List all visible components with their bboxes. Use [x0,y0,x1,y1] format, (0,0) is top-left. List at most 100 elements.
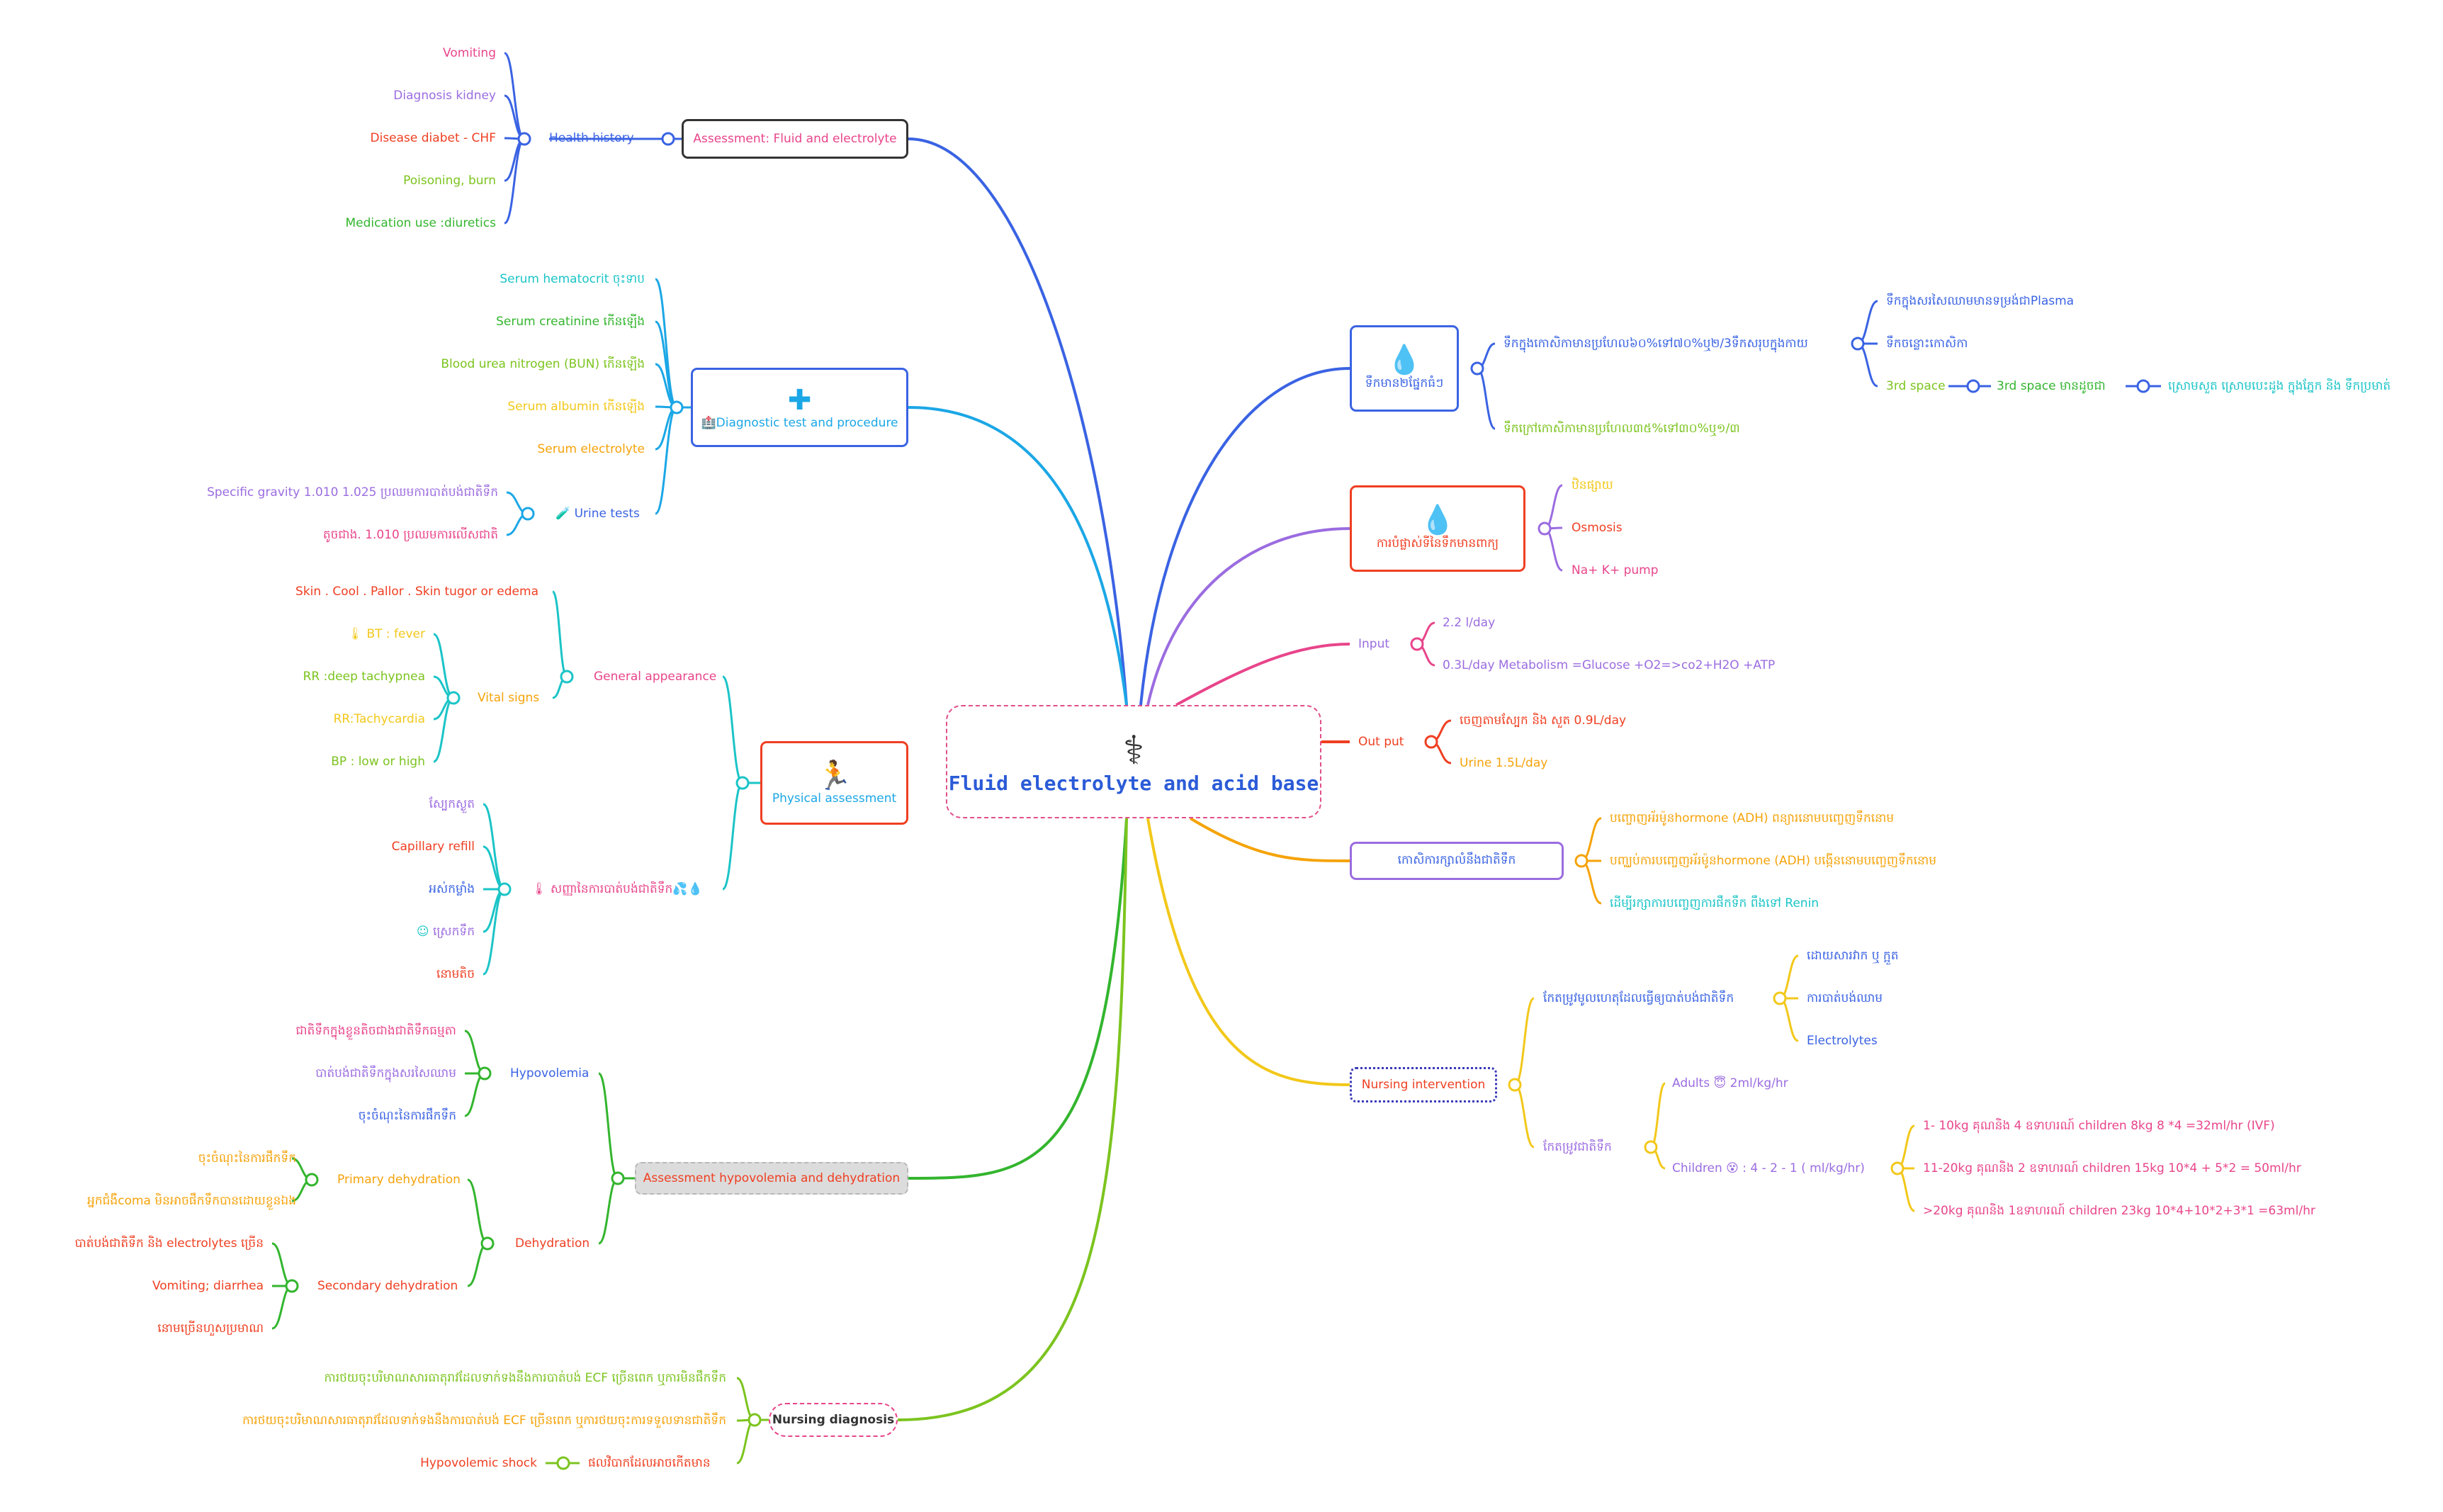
skin-item[interactable]: Skin . Cool . Pallor . Skin tugor or ede… [295,585,538,599]
children-item[interactable]: 11-20kg គុណនិង 2 ឧទាហរណ៍ children 15kg 1… [1923,1161,2301,1175]
third-space-detail[interactable]: ស្រោមសួត ស្រោមបេះដូង ក្នុងភ្នែក និង ទឹកប… [2168,379,2391,393]
branch-node-dot[interactable] [1470,361,1484,376]
input-label[interactable]: Input [1358,637,1390,651]
third-space-label[interactable]: 3rd space មានដូចជា [1997,379,2106,393]
movement-item[interactable]: Osmosis [1572,521,1623,535]
history-item[interactable]: Poisoning, burn [403,174,496,188]
branch-node-dot[interactable] [670,400,684,414]
extracellular-label[interactable]: ទឹកក្រៅកោសិកាមានប្រហែល៣៥%ទៅ៣០%ឬ១/៣ [1503,422,1740,436]
cause-item[interactable]: ការបាត់បង់ឈាម [1807,991,1883,1005]
primary-item[interactable]: អ្នកជំងឺcoma មិនអាចផឹកទឹកបានដោយខ្លួនឯង [87,1194,296,1208]
intracellular-item[interactable]: ទឹកក្នុងសរសៃឈាមមានទម្រង់ជាPlasma [1886,294,2075,308]
children-label[interactable]: Children 😵 : 4 - 2 - 1 ( ml/kg/hr) [1672,1161,1865,1175]
branch-node-dot[interactable] [2136,379,2150,393]
branch-node-dot[interactable] [446,691,461,705]
secondary-item[interactable]: នោមច្រើនហួសប្រមាណ [157,1321,264,1336]
vital-item[interactable]: 🌡 BT : fever [347,626,425,642]
diagnostic-item[interactable]: Serum creatinine កើនឡើង [496,315,645,329]
sign-item[interactable]: Capillary refill [391,840,475,854]
dehydration-label[interactable]: Dehydration [515,1236,590,1251]
branch-node-dot[interactable] [1538,521,1552,536]
branch-node-dot[interactable] [1851,337,1865,351]
branch-node-dot[interactable] [1773,991,1787,1005]
children-item[interactable]: 1- 10kg គុណនិង 4 ឧទាហរណ៍ children 8kg 8 … [1923,1119,2275,1133]
branch-node-dot[interactable] [1574,854,1589,868]
history-item[interactable]: Medication use :diuretics [345,216,496,230]
adults-item[interactable]: Adults 😇 2ml/kg/hr [1672,1076,1788,1090]
secondary-item[interactable]: Vomiting; diarrhea [152,1279,264,1293]
replace-label[interactable]: កែតម្រូវជាតិទឹក [1543,1140,1612,1154]
branch-node-dot[interactable] [1644,1140,1658,1154]
branch-node-dot[interactable] [478,1066,492,1081]
physical-assessment-node[interactable]: 🏃 Physical assessment [760,741,908,825]
branch-node-dot[interactable] [735,776,750,790]
primary-item[interactable]: ចុះចំណុះនៃការផឹកទឹក [198,1151,296,1166]
regulation-node[interactable]: កោសិការក្សាលំនឹងជាតិទឹក [1350,842,1564,880]
diagnostic-item[interactable]: Serum albumin កើនឡើង [507,400,645,414]
intracellular-label[interactable]: ទឹកក្នុងកោសិកាមានប្រហែល៦០%ទៅ៧០%ឬ២/3ទឹកសរ… [1503,337,1808,351]
vital-item[interactable]: RR :deep tachypnea [303,670,425,684]
nursing-dx-item[interactable]: ការថយចុះបរិមាណសារធាតុរាវដែលទាក់ទងនឹងការប… [324,1371,726,1385]
hypovolemia-label[interactable]: Hypovolemia [510,1066,589,1081]
regulation-item[interactable]: បញ្ចោញអ័រម៉ូនhormone (ADH) ពន្យារនោមបញ្ច… [1610,811,1895,825]
secondary-dehydration-label[interactable]: Secondary dehydration [317,1279,458,1293]
branch-node-dot[interactable] [285,1279,299,1293]
hypovolemia-item[interactable]: បាត់បង់ជាតិទឹកក្នុងសរសៃឈាម [315,1066,456,1081]
dehydration-signs-label[interactable]: 🌡 សញ្ញានៃការបាត់បង់ជាតិទឹក💦💧 [531,881,703,897]
shock-item[interactable]: Hypovolemic shock [420,1456,537,1470]
history-item[interactable]: Disease diabet - CHF [370,131,497,145]
branch-node-dot[interactable] [497,882,512,896]
nursing-diagnosis-node[interactable]: Nursing diagnosis [769,1403,898,1437]
branch-node-dot[interactable] [480,1236,495,1251]
movement-item[interactable]: Na+ K+ pump [1572,563,1659,577]
nursing-dx-item[interactable]: ការថយចុះបរិមាណសារធាតុរាវដែលទាក់ទងនឹងការប… [242,1414,726,1428]
urine-tests-label[interactable]: 🧪 Urine tests [555,506,640,521]
input-item[interactable]: 2.2 l/day [1443,616,1496,630]
vital-signs-label[interactable]: Vital signs [478,691,540,705]
branch-node-dot[interactable] [517,132,531,146]
sign-item[interactable]: ☺ ស្រេកទឹក [417,924,475,940]
history-item[interactable]: Diagnosis kidney [393,89,496,103]
history-item[interactable]: Vomiting [443,46,496,60]
branch-node-dot[interactable] [305,1173,319,1187]
secondary-item[interactable]: បាត់បង់ជាតិទឹក និង electrolytes ច្រើន [74,1236,264,1251]
primary-dehydration-label[interactable]: Primary dehydration [337,1173,461,1187]
urine-item[interactable]: តូចជាង. 1.010 ប្រឈមការលើសជាតិ [322,528,498,542]
general-appearance-label[interactable]: General appearance [594,670,717,684]
hypovolemia-item[interactable]: ចុះចំណុះនៃការផឹកទឹក [358,1109,456,1123]
output-item[interactable]: ចេញតាមស្បែក និង សួត 0.9L/day [1460,713,1627,728]
cause-label[interactable]: កែតម្រូវមូលហេតុដែលធ្វើឲ្យបាត់បង់ជាតិទឹក [1543,991,1734,1005]
branch-node-dot[interactable] [1424,735,1438,749]
input-item[interactable]: 0.3L/day Metabolism =Glucose +O2=>co2+H2… [1443,658,1776,672]
branch-node-dot[interactable] [747,1413,762,1427]
output-item[interactable]: Urine 1.5L/day [1460,756,1548,770]
branch-node-dot[interactable] [521,507,535,521]
cause-item[interactable]: ដោយសារវាក ឬ ក្អួត [1807,949,1899,963]
branch-node-dot[interactable] [661,132,675,146]
branch-node-dot[interactable] [560,670,574,684]
fluid-compartments-node[interactable]: 💧 ទឹកមាន២ផ្នែកធំៗ [1350,325,1459,412]
nursing-intervention-node[interactable]: Nursing intervention [1350,1067,1497,1102]
root-node[interactable]: ⚕ Fluid electrolyte and acid base [946,705,1321,818]
branch-node-dot[interactable] [1890,1161,1905,1175]
health-history-label[interactable]: Health history [549,131,634,145]
movement-item[interactable]: ឋិនផ្សាយ [1572,478,1613,492]
vital-item[interactable]: RR:Tachycardia [333,712,425,726]
cause-item[interactable]: Electrolytes [1807,1034,1878,1048]
assessment-fluid-node[interactable]: Assessment: Fluid and electrolyte [682,119,908,159]
diagnostic-item[interactable]: Serum hematocrit ចុះទាប [500,272,645,286]
branch-node-dot[interactable] [611,1171,625,1185]
sign-item[interactable]: ស្បែកស្ងួត [429,797,475,811]
branch-node-dot[interactable] [1966,379,1980,393]
vital-item[interactable]: BP : low or high [331,755,425,769]
branch-node-dot[interactable] [1508,1078,1522,1092]
regulation-item[interactable]: បញ្ឈប់ការបញ្ចេញអ័រម៉ូនhormone (ADH) បង្ក… [1610,854,1937,868]
branch-node-dot[interactable] [556,1456,570,1470]
diagnostic-node[interactable]: ✚ 🏥Diagnostic test and procedure [691,368,908,447]
intracellular-item[interactable]: ទឹកចន្លោះកោសិកា [1886,337,1968,351]
sign-item[interactable]: អស់កម្លាំង [429,882,475,896]
children-item[interactable]: >20kg គុណនិង 1ឧទាហរណ៍ children 23kg 10*4… [1923,1204,2315,1218]
diagnostic-item[interactable]: Serum electrolyte [537,442,645,456]
sign-item[interactable]: នោមតិច [436,967,475,981]
regulation-item[interactable]: ដើម្បីរក្សាការបញ្ចេញការផឹកទឹក ពឹងទៅ Reni… [1610,896,1819,910]
